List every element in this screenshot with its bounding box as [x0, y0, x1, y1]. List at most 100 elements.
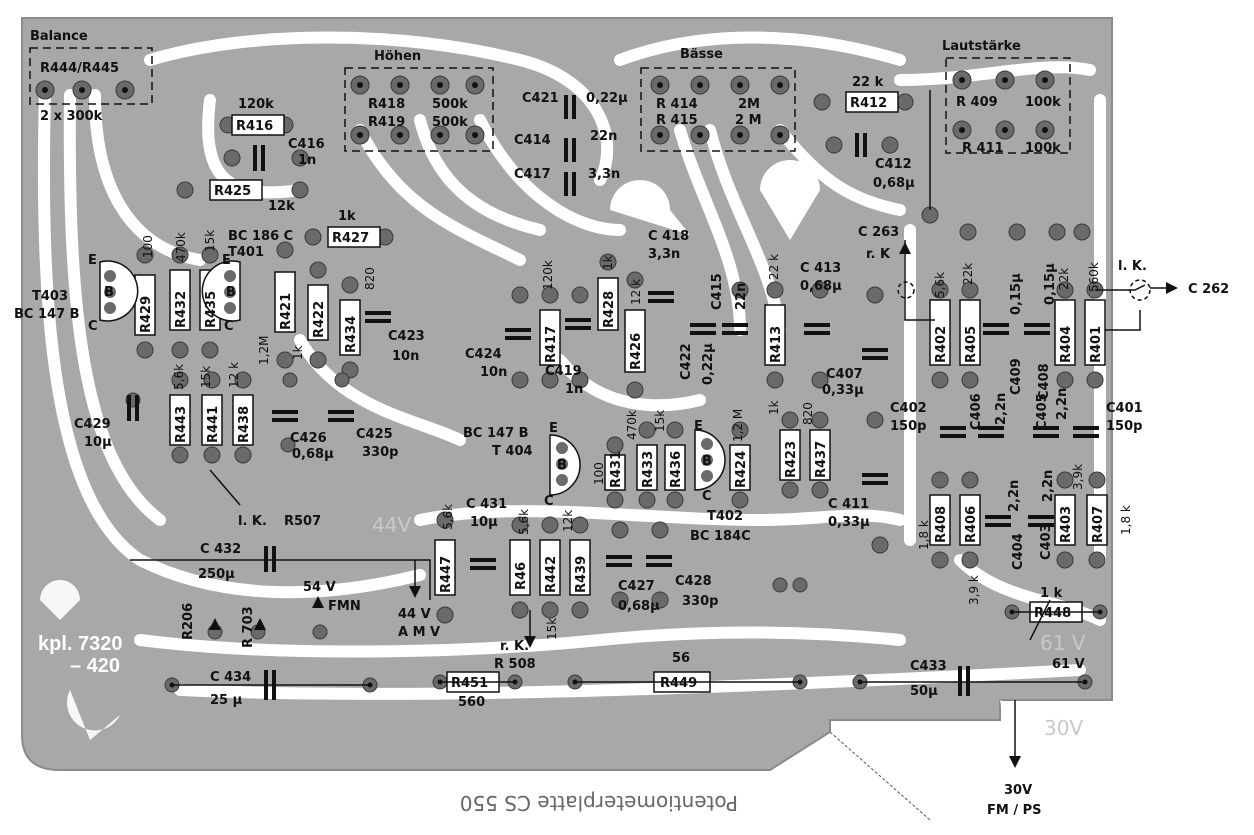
svg-text:50μ: 50μ [910, 684, 938, 699]
svg-text:12 k: 12 k [227, 362, 241, 388]
svg-text:1,8 k: 1,8 k [1119, 505, 1133, 535]
svg-text:R407: R407 [1091, 506, 1106, 543]
svg-text:3,9k: 3,9k [1071, 464, 1085, 490]
resistor-r416 [231, 114, 285, 136]
svg-text:820: 820 [801, 402, 815, 425]
svg-text:0,68μ: 0,68μ [800, 279, 842, 294]
cutout-group [40, 160, 1040, 760]
section-balance-label: Balance [30, 29, 88, 44]
svg-text:C: C [702, 489, 712, 504]
capacitor-c401 [1073, 426, 1099, 438]
svg-text:T403: T403 [32, 289, 68, 304]
r449-value: 56 [672, 651, 690, 666]
svg-text:R439: R439 [574, 556, 589, 593]
svg-text:22k: 22k [1057, 268, 1071, 290]
resistor-r436 [664, 444, 686, 491]
svg-text:A M V: A M V [398, 625, 440, 640]
svg-text:C: C [88, 319, 98, 334]
svg-text:R422: R422 [312, 301, 327, 338]
svg-text:C 411: C 411 [828, 497, 869, 512]
svg-text:1k: 1k [601, 255, 615, 270]
svg-text:C 262: C 262 [1188, 282, 1229, 297]
svg-text:C401: C401 [1106, 401, 1143, 416]
capacitor-c415 [722, 323, 748, 335]
svg-text:r. K: r. K [866, 247, 891, 262]
resistor-r424 [729, 444, 751, 491]
svg-text:15k: 15k [653, 410, 667, 432]
svg-text:E: E [222, 253, 231, 268]
svg-text:0,15μ: 0,15μ [1043, 263, 1058, 305]
capacitor-c426 [272, 410, 298, 422]
svg-text:0,22μ: 0,22μ [701, 343, 716, 385]
capacitor-c411 [862, 473, 888, 485]
svg-text:3,3n: 3,3n [648, 247, 680, 262]
resistor-v-group [134, 269, 1108, 596]
svg-text:R405: R405 [964, 326, 979, 363]
section-baesse-label: Bässe [680, 47, 723, 62]
svg-text:2,2n: 2,2n [1007, 480, 1022, 512]
ghost-30v-label: 30V [1044, 716, 1083, 740]
svg-text:5,6k: 5,6k [441, 504, 455, 530]
svg-text:2,2n: 2,2n [1055, 388, 1070, 420]
capacitor-c419 [565, 318, 591, 330]
capacitor-c418 [648, 291, 674, 303]
svg-text:C419: C419 [545, 364, 582, 379]
svg-text:3,3n: 3,3n [588, 167, 620, 182]
capacitor-c424 [505, 328, 531, 340]
resistor-h-group [209, 91, 1083, 693]
r425-ref: R425 [214, 184, 251, 199]
svg-text:BC 184C: BC 184C [690, 529, 751, 544]
svg-text:C 431: C 431 [466, 497, 507, 512]
pot-r414-value: 2M [738, 97, 760, 112]
resistor-r401 [1084, 299, 1106, 366]
capacitor-group [127, 95, 1099, 700]
svg-text:R 508: R 508 [494, 657, 536, 672]
r451-ref: R451 [451, 676, 488, 691]
capacitor-c429 [127, 395, 139, 421]
svg-text:0,33μ: 0,33μ [822, 383, 864, 398]
svg-text:C416: C416 [288, 137, 325, 152]
pot-r415-value: 2 M [735, 113, 762, 128]
pot-r409-value: 100k [1025, 95, 1061, 110]
resistor-r432 [169, 269, 191, 331]
svg-text:12 k: 12 k [629, 279, 643, 305]
svg-text:C421: C421 [522, 91, 559, 106]
svg-text:R429: R429 [139, 296, 154, 333]
svg-text:0,15μ: 0,15μ [1009, 273, 1024, 315]
pot-r414-ref: R 414 [656, 97, 698, 112]
r448-value: 1 k [1040, 586, 1063, 601]
resistor-r412 [845, 91, 899, 113]
arrow-54v-icon [312, 596, 324, 608]
capacitor-c432 [264, 546, 276, 572]
transistor-text-group: T403 BC 147 B T401 BC 186 C T 404 BC 147… [14, 229, 751, 544]
svg-text:C425: C425 [356, 427, 393, 442]
svg-text:R423: R423 [784, 441, 799, 478]
resistor-r426 [624, 309, 646, 373]
resistor-r413 [764, 304, 786, 366]
resistor-r402 [929, 299, 951, 366]
svg-text:R437: R437 [814, 441, 829, 478]
svg-text:R413: R413 [769, 326, 784, 363]
pot-box-group [29, 47, 1071, 154]
svg-text:C: C [544, 494, 554, 509]
svg-text:C433: C433 [910, 659, 947, 674]
svg-text:C427: C427 [618, 579, 655, 594]
r425-value: 12k [268, 199, 295, 214]
svg-text:1,8 k: 1,8 k [917, 520, 931, 550]
wire-group [130, 90, 1146, 760]
capacitor-c409 [983, 323, 1009, 335]
r416-ref: R416 [236, 119, 273, 134]
svg-text:54 V: 54 V [303, 580, 336, 595]
svg-text:r. K.: r. K. [500, 639, 529, 654]
svg-text:T401: T401 [228, 245, 264, 260]
svg-text:B: B [557, 458, 567, 473]
svg-text:150p: 150p [890, 419, 926, 434]
capacitor-c425 [328, 410, 354, 422]
pot-r415-ref: R 415 [656, 113, 698, 128]
resistor-r425 [209, 179, 263, 201]
svg-text:150p: 150p [1106, 419, 1142, 434]
arrow-c263-icon [899, 242, 911, 254]
footer-title: Potentiometerplatte CS 550 [460, 791, 738, 815]
svg-text:25 μ: 25 μ [210, 693, 243, 708]
svg-text:120k: 120k [541, 260, 555, 290]
